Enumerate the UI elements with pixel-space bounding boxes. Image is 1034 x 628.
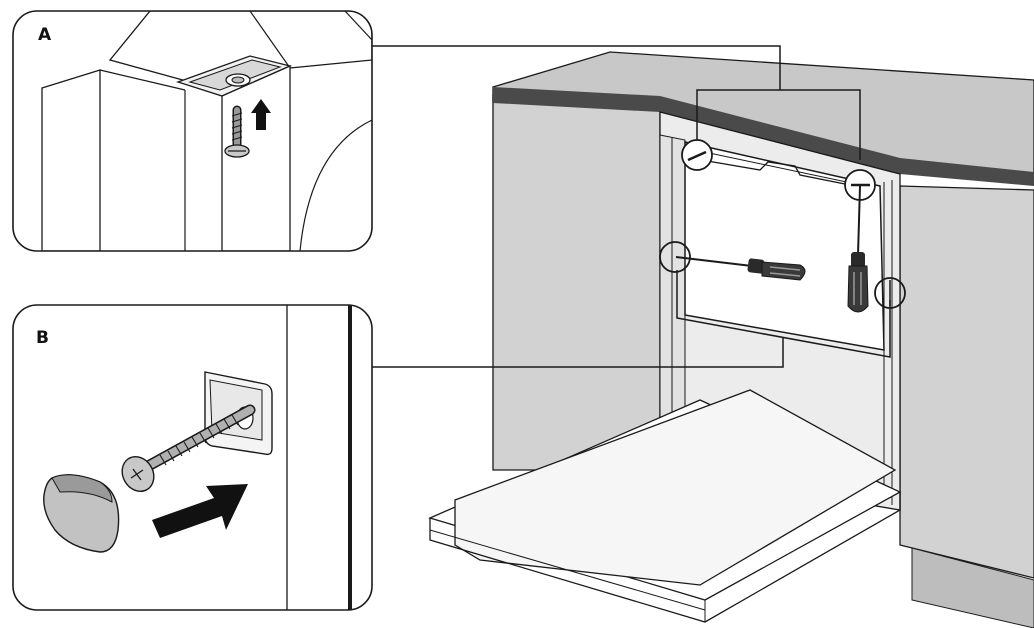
highlight-circle-side-right <box>874 277 906 309</box>
detail-panel-a: A <box>12 10 373 252</box>
countertop <box>492 51 1034 186</box>
callout-bracket-b <box>372 270 891 368</box>
callout-bracket-a <box>372 45 861 160</box>
main-illustration <box>372 45 1034 628</box>
right-cabinet <box>899 185 1034 628</box>
arrow-icon <box>152 484 248 538</box>
highlight-circle-top-left <box>681 139 713 171</box>
arrow-icon <box>251 99 271 130</box>
screwdriver-icon <box>847 185 869 313</box>
left-cabinet <box>492 94 661 471</box>
screw-icon <box>224 105 250 158</box>
screwdriver-icon <box>675 256 806 281</box>
cover-cap-icon <box>43 474 120 553</box>
dishwasher <box>428 111 902 623</box>
screw-icon <box>121 404 256 492</box>
highlight-circle-side-left <box>659 241 691 273</box>
panel-b-label: B <box>36 328 49 348</box>
detail-panel-b: B <box>12 304 373 611</box>
panel-a-label: A <box>38 25 52 45</box>
